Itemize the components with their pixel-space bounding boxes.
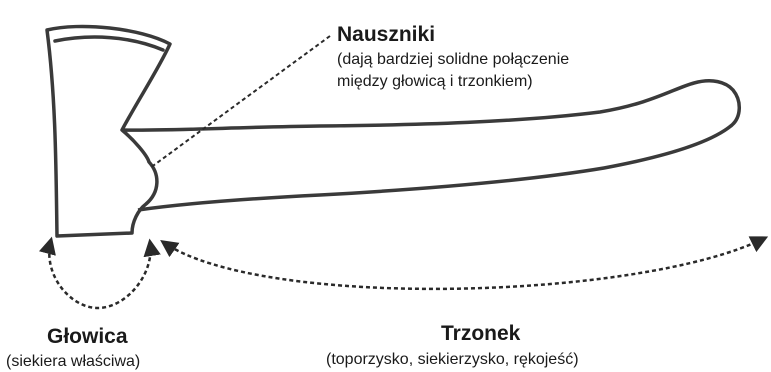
head-label-subtitle: (siekiera właściwa) (6, 352, 140, 372)
ears-label-description-line2: między głowicą i trzonkiem) (337, 72, 533, 92)
head-label-title: Głowica (47, 325, 128, 349)
handle-label-subtitle: (toporzysko, siekierzysko, rękojeść) (326, 350, 579, 370)
axe-handle-outline (122, 81, 739, 210)
ears-label-description-line1: (dają bardziej solidne połączenie (337, 50, 569, 70)
ears-pointer-line (150, 36, 330, 168)
ears-label-title: Nauszniki (337, 23, 435, 47)
axe-blade-bevel-line (55, 37, 163, 50)
handle-label-title: Trzonek (441, 322, 520, 346)
head-span-arrow (49, 240, 150, 308)
handle-span-arrow (163, 238, 765, 289)
